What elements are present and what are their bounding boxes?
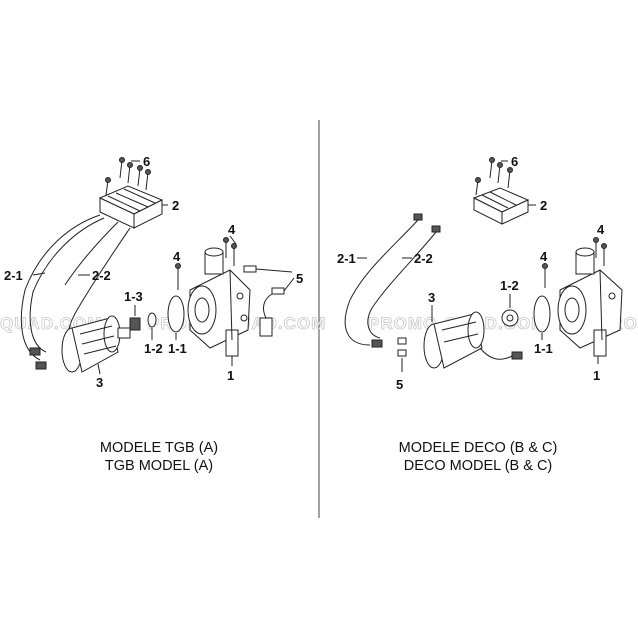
right-sensor-part5	[397, 337, 407, 372]
right-label-1: 1	[593, 368, 600, 383]
right-bolts-part4	[542, 237, 607, 288]
left-label-6: 6	[143, 154, 150, 169]
right-label-2-2: 2-2	[414, 251, 433, 266]
right-label-1-2: 1-2	[500, 278, 519, 293]
right-screws-part6	[475, 157, 513, 196]
right-label-2: 2	[540, 198, 547, 213]
right-caption-line2: DECO MODEL (B & C)	[404, 458, 553, 474]
right-label-5: 5	[396, 377, 403, 392]
right-label-4a: 4	[540, 249, 548, 264]
left-label-4a: 4	[173, 249, 181, 264]
left-label-5: 5	[296, 271, 303, 286]
left-label-3: 3	[96, 375, 103, 390]
left-gearbox-part1	[187, 247, 251, 366]
right-coupling-part1-2	[501, 294, 519, 327]
right-panel: 6 2 2-1 2-2	[337, 154, 623, 474]
right-wiring-harness	[344, 213, 441, 348]
left-bolts-part4	[175, 235, 237, 290]
right-label-6: 6	[511, 154, 518, 169]
right-oring-part1-1	[533, 295, 551, 340]
left-label-2-2: 2-2	[92, 268, 111, 283]
left-bolt-part1-3	[129, 305, 141, 331]
left-panel: 6 2 2-1 2-2	[4, 154, 303, 474]
left-oring-part1-1	[167, 295, 185, 340]
left-label-2-1: 2-1	[4, 268, 23, 283]
right-label-3: 3	[428, 290, 435, 305]
left-screws-part6	[105, 157, 151, 196]
left-label-1: 1	[227, 368, 234, 383]
left-label-1-3: 1-3	[124, 289, 143, 304]
left-caption-line1: MODELE TGB (A)	[100, 440, 218, 456]
right-label-1-1: 1-1	[534, 341, 553, 356]
left-ecu-part2	[98, 185, 168, 229]
left-label-1-2: 1-2	[144, 341, 163, 356]
left-label-2: 2	[172, 198, 179, 213]
left-gasket-part1-2	[147, 312, 157, 340]
right-motor-part3	[423, 305, 523, 369]
left-motor-part3	[29, 315, 131, 375]
right-gearbox-part1	[557, 247, 623, 364]
left-label-4b: 4	[228, 222, 236, 237]
left-label-1-1: 1-1	[168, 341, 187, 356]
right-caption-line1: MODELE DECO (B & C)	[399, 440, 558, 456]
left-sensors-part5	[243, 265, 295, 337]
right-label-4b: 4	[597, 222, 605, 237]
right-label-2-1: 2-1	[337, 251, 356, 266]
right-ecu-part2	[472, 187, 536, 225]
left-caption-line2: TGB MODEL (A)	[105, 458, 213, 474]
